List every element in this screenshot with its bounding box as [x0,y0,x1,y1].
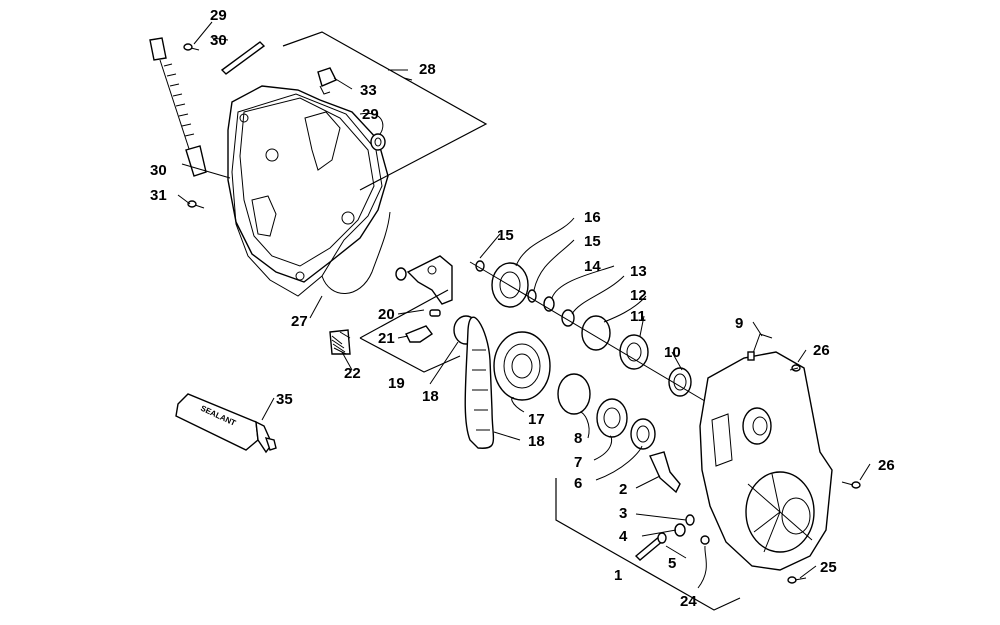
arm-2 [649,451,681,494]
callout-24: 24 [680,593,697,610]
callout-12: 12 [630,287,647,304]
shaft-axis [469,261,721,411]
sealant-tube: SEALANT [175,393,277,454]
slider-33 [220,41,266,75]
gear-16 [491,262,529,308]
callout-34: 33 [360,82,377,99]
callout-23: 22 [344,365,361,382]
callout-5: 5 [668,555,676,572]
screw-31 [187,200,205,209]
callout-30: 30 [150,162,167,179]
bearing-7 [596,398,628,438]
oring-8 [557,373,591,415]
screw-26b [841,481,861,489]
leader-lines [177,21,871,589]
gasket-cord [321,211,391,294]
chaincase-housing [699,351,833,571]
callout-31: 31 [150,187,167,204]
callout-11: 11 [630,308,646,325]
callout-6: 6 [574,475,582,492]
pin-21 [429,309,441,317]
callout-16: 16 [584,209,601,226]
bolt-32 [183,43,200,51]
callout-26a: 26 [813,342,830,359]
oring-12 [581,315,611,351]
callout-32: 29 [210,7,227,24]
callout-1: 1 [614,567,622,584]
chain-18 [464,316,495,449]
seal-29 [370,133,386,151]
callout-2: 2 [619,481,627,498]
callout-10: 10 [664,344,681,361]
callout-29: 29 [362,106,379,123]
bracket-1 [555,478,741,611]
chaincase-cover [227,85,389,283]
callout-18: 18 [528,433,545,450]
plug-24 [700,535,710,545]
callout-25: 25 [820,559,837,576]
callout-28: 28 [419,61,436,78]
callout-13: 13 [630,263,647,280]
dipstick-9 [747,333,773,361]
callout-4: 4 [619,528,628,545]
callout-21: 20 [378,306,395,323]
callout-numbers: 29 30 28 33 29 30 31 27 16 15 15 14 13 1… [150,7,895,610]
callout-17: 17 [528,411,545,428]
callout-33: 30 [210,32,227,49]
bolt-5 [634,532,667,561]
pad-22 [405,325,434,343]
washer-3 [685,514,695,526]
callout-20: 19 [388,375,405,392]
callout-3: 3 [619,505,627,522]
callout-8: 8 [574,430,582,447]
callout-15a: 15 [497,227,514,244]
callout-26b: 26 [878,457,895,474]
callout-19: 18 [422,388,439,405]
callout-27: 27 [291,313,308,330]
callout-14: 14 [584,258,601,275]
seal-6 [630,418,656,450]
screw-25 [787,576,807,584]
callout-35: 35 [276,391,293,408]
cover-gasket [231,93,383,297]
callout-9: 9 [735,315,743,332]
callout-22: 21 [378,330,395,347]
spring-23 [329,329,351,355]
sprocket-17 [493,331,551,401]
tensioner-arm [395,255,453,305]
adjuster-bolt [149,37,207,177]
screw-26a [789,364,801,372]
breather-34 [317,67,337,95]
bracket-20 [359,289,461,373]
callout-15b: 15 [584,233,601,250]
nut-4 [674,523,686,537]
callout-7: 7 [574,454,582,471]
bearing-11 [619,334,649,370]
